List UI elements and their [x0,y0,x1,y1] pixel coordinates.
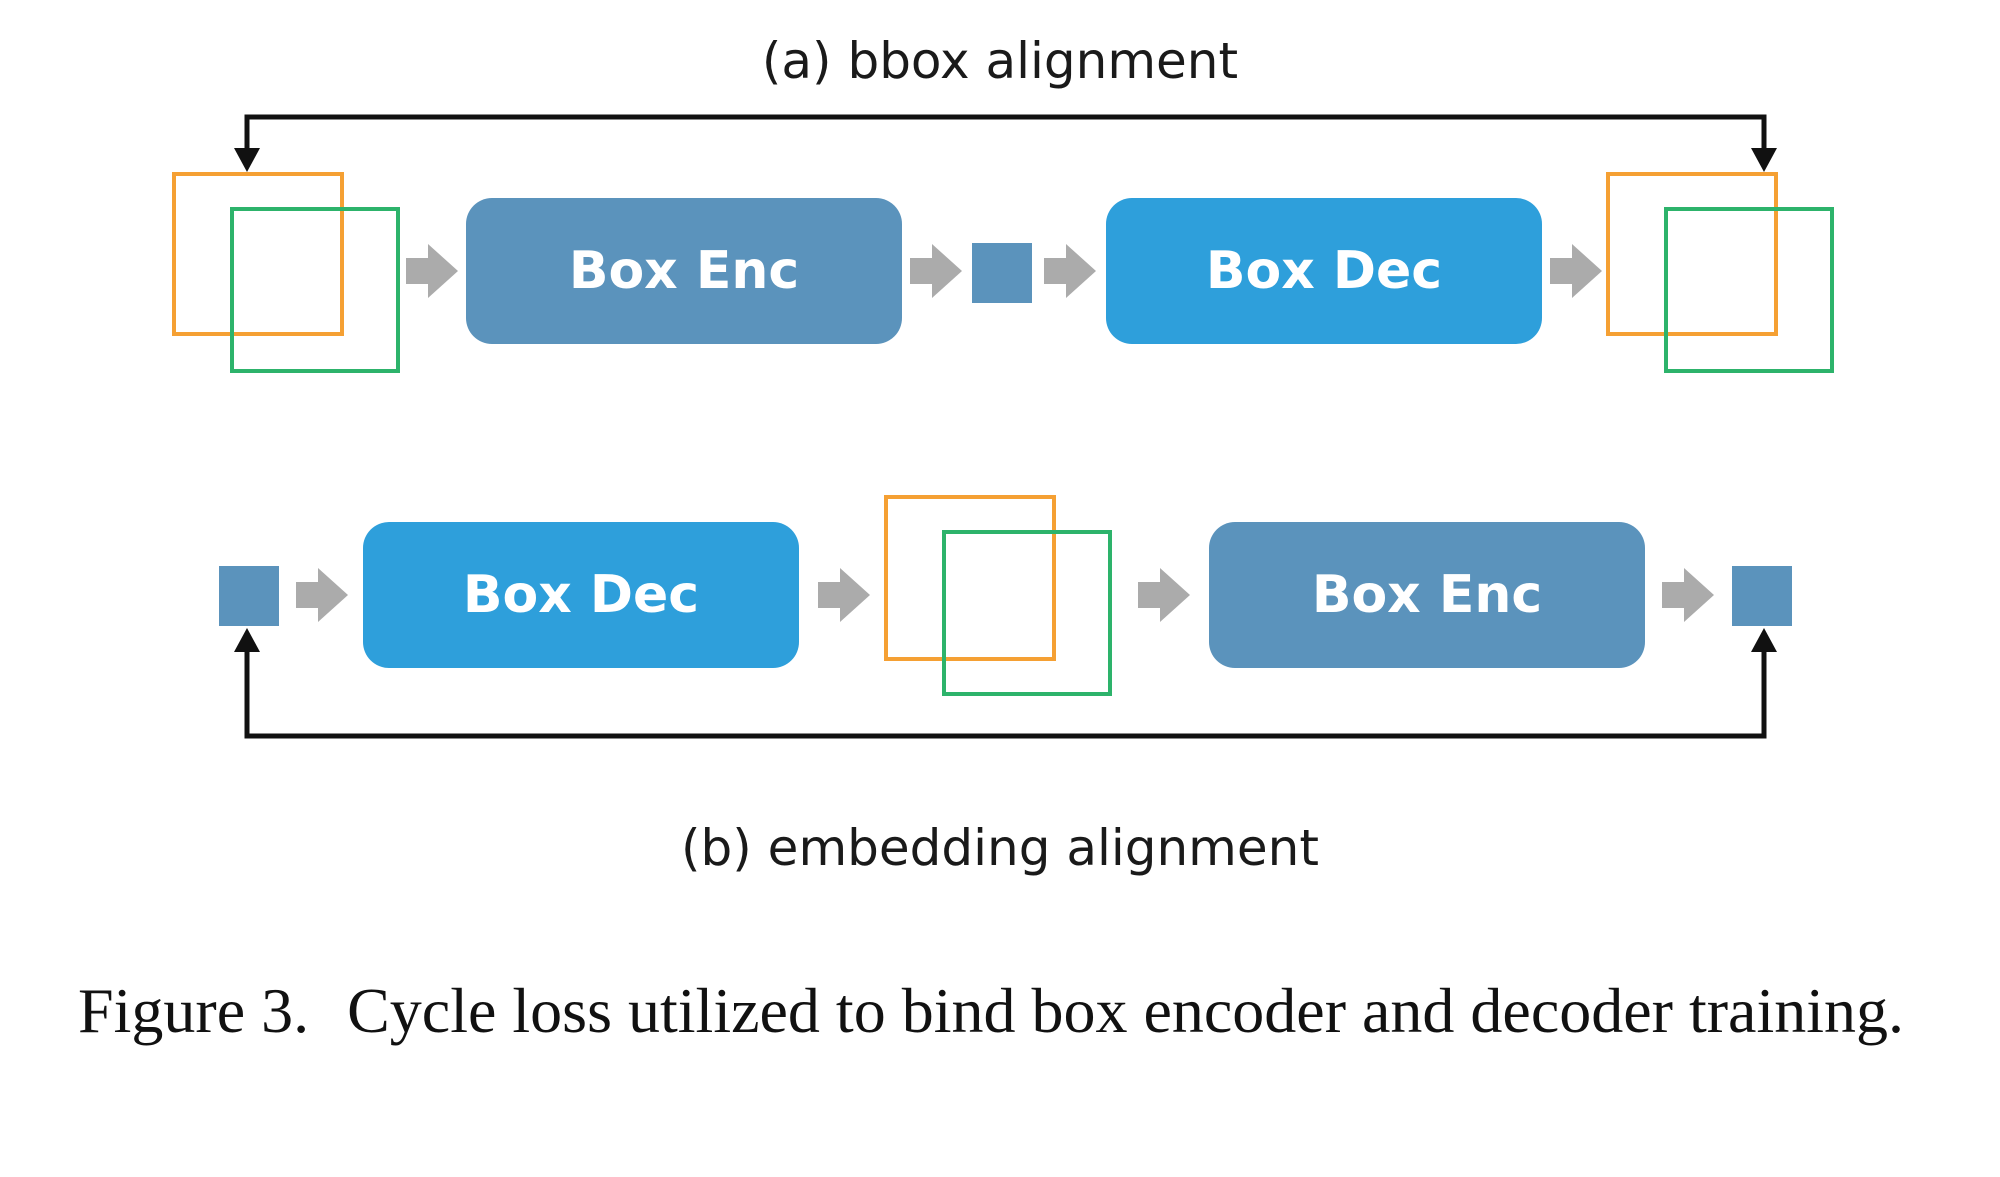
output-bbox-pair-a [1606,172,1834,373]
flow-arrow [1044,244,1096,298]
box-encoder-block: Box Enc [1209,522,1645,668]
flow-arrow [406,244,458,298]
flow-arrow [296,568,348,622]
box-encoder-block: Box Enc [466,198,902,344]
bbox-green [1664,207,1834,373]
box-decoder-block: Box Dec [1106,198,1542,344]
flow-arrow [910,244,962,298]
output-embedding-square [1732,566,1792,626]
flow-arrow [818,568,870,622]
figure-label: Figure 3. [78,975,310,1046]
bbox-orange [172,172,344,336]
bbox-green [230,207,400,373]
input-embedding-square [219,566,279,626]
section-b-caption: (b) embedding alignment [681,819,1319,877]
embedding-square [972,243,1032,303]
loss-arrowheads-a [234,148,1777,172]
loss-arrow-a [244,114,1767,162]
section-a-caption: (a) bbox alignment [761,32,1239,90]
input-bbox-pair-a [172,172,400,373]
bbox-green [942,530,1112,696]
figure-caption-text: Cycle loss utilized to bind box encoder … [347,975,1904,1046]
flow-arrow [1662,568,1714,622]
figure-caption: Figure 3. Cycle loss utilized to bind bo… [78,968,1932,1054]
box-decoder-block: Box Dec [363,522,799,668]
bbox-orange [1606,172,1778,336]
bbox-orange [884,495,1056,661]
flow-arrow [1550,244,1602,298]
flow-arrow [1138,568,1190,622]
middle-bbox-pair-b [884,495,1112,696]
